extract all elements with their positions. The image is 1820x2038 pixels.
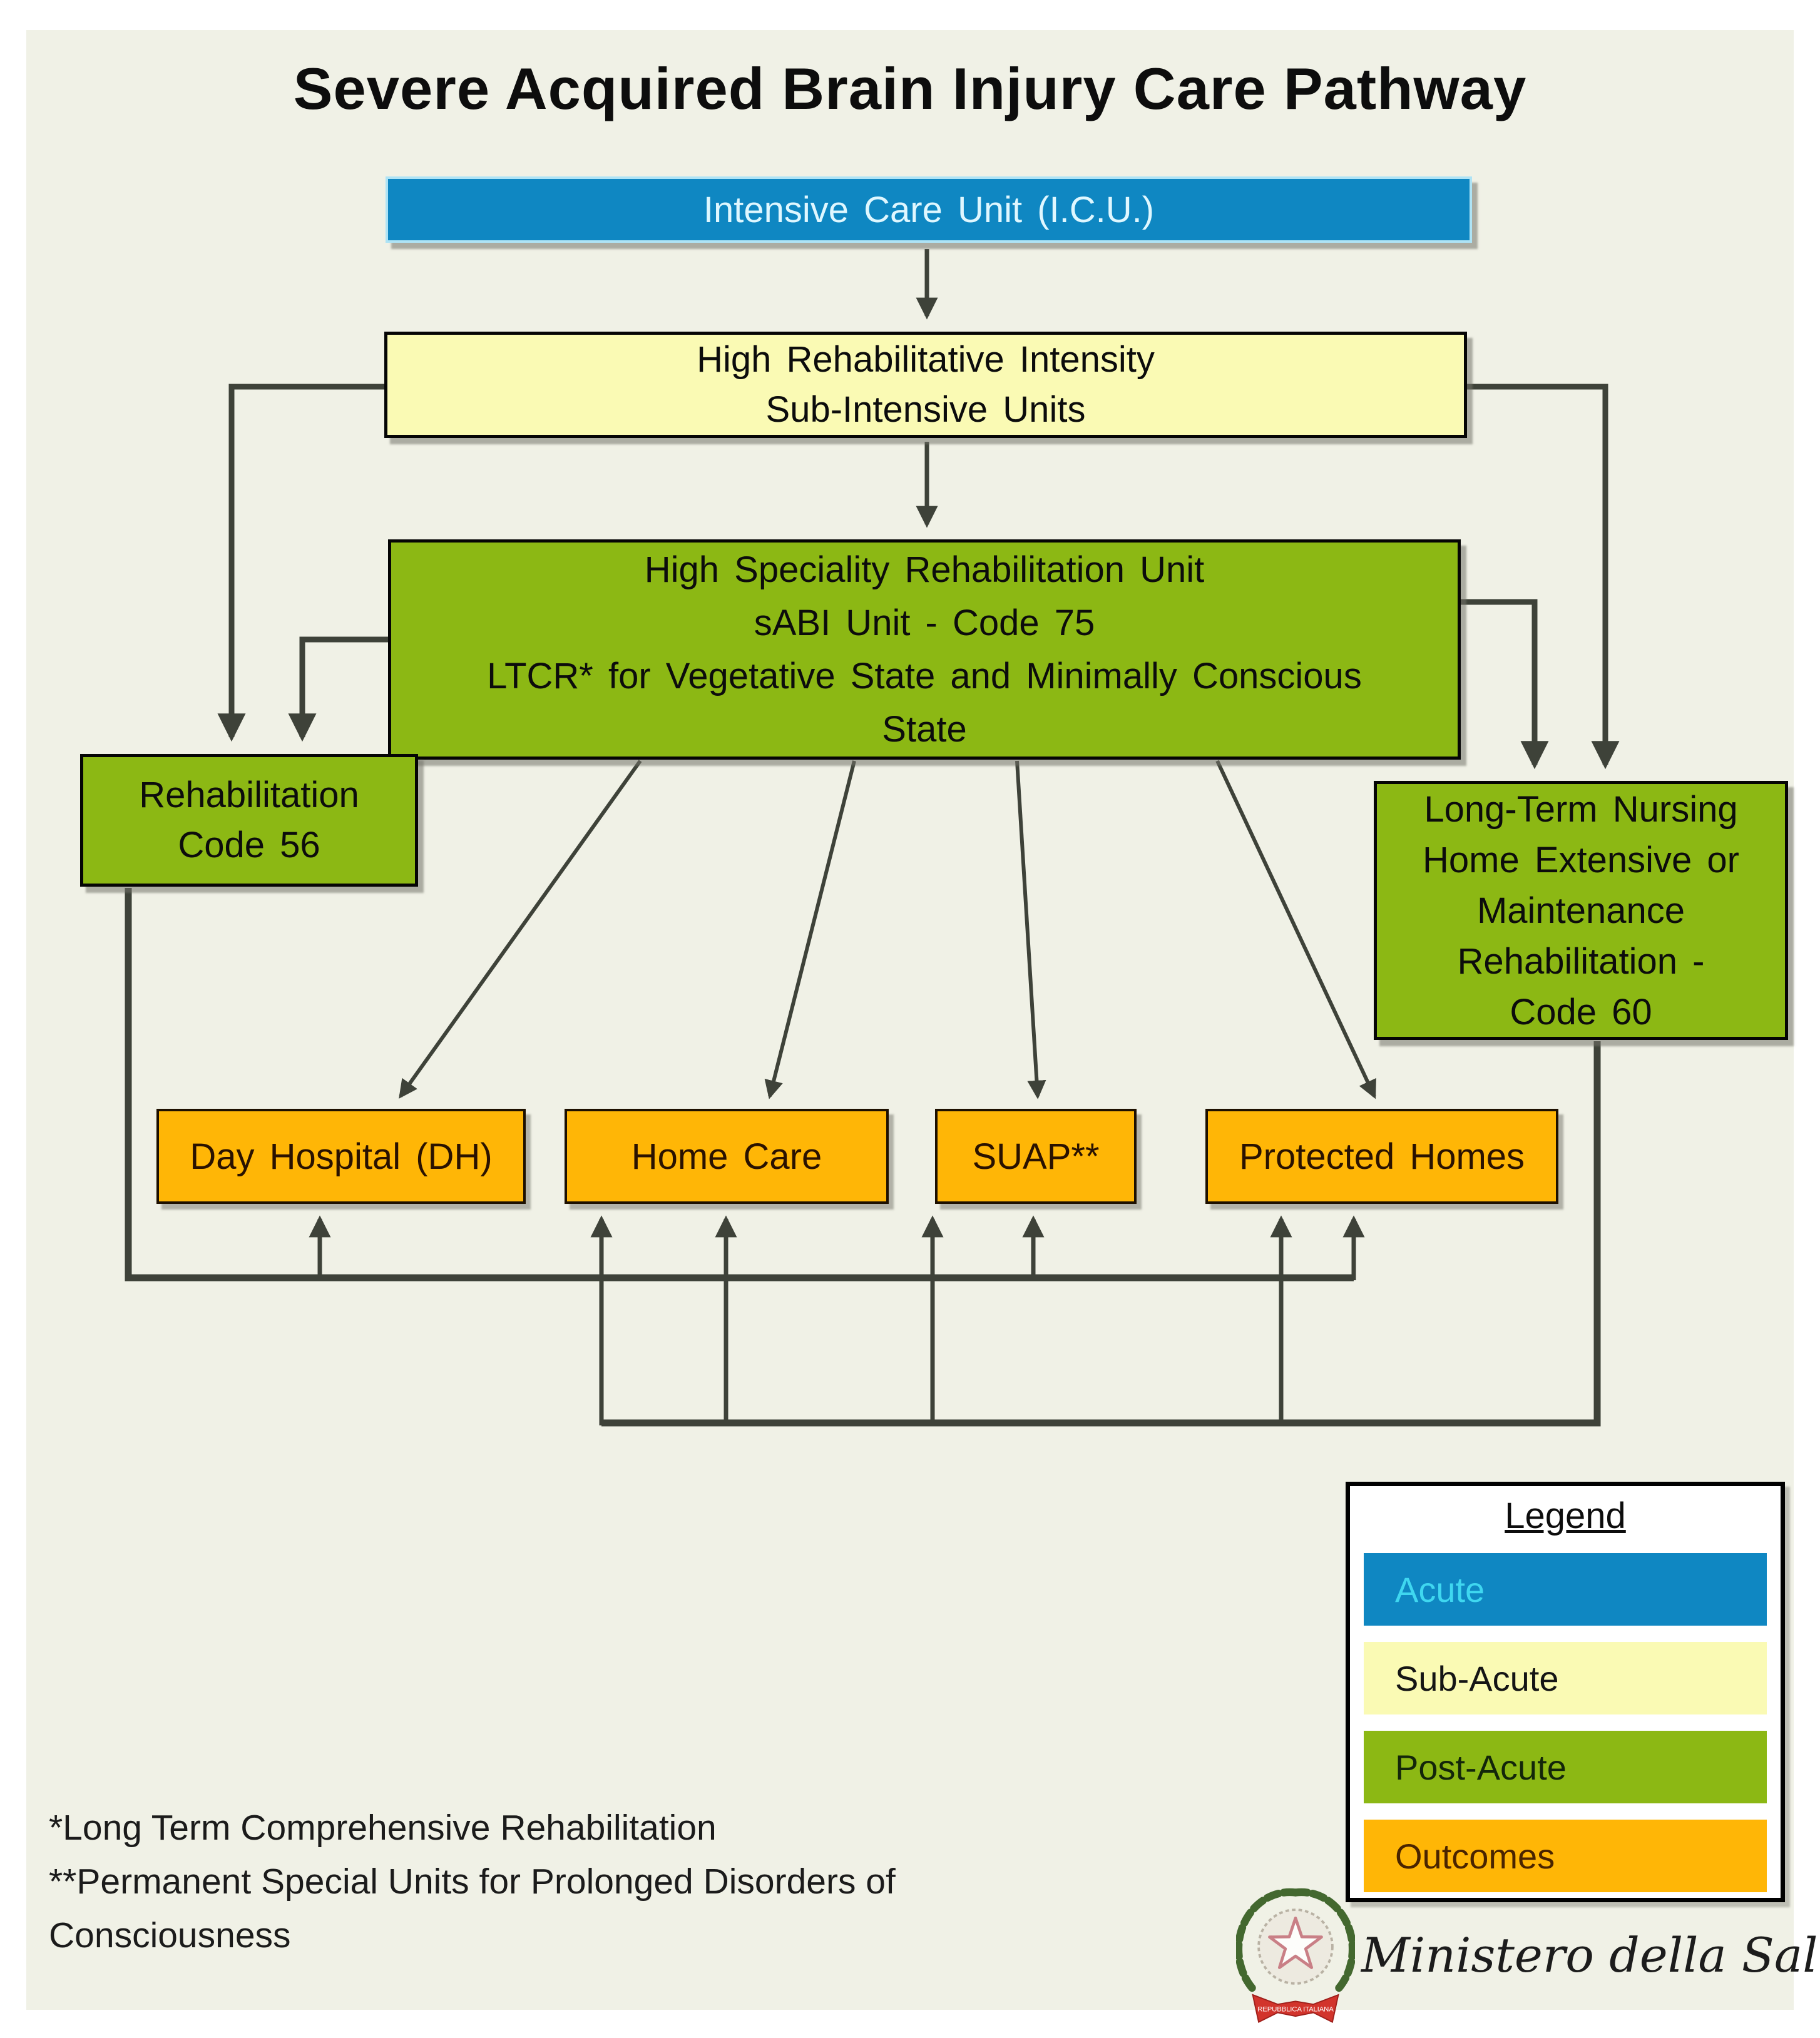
legend-item-outcomes: Outcomes bbox=[1364, 1820, 1767, 1892]
legend: Legend Acute Sub-Acute Post-Acute Outcom… bbox=[1346, 1482, 1785, 1902]
node-label-line: High Speciality Rehabilitation Unit bbox=[644, 549, 1205, 590]
footnotes: *Long Term Comprehensive Rehabilitation … bbox=[49, 1801, 1063, 1962]
node-label-line: Code 60 bbox=[1510, 991, 1652, 1032]
footnote-ltcr: *Long Term Comprehensive Rehabilitation bbox=[49, 1808, 717, 1848]
node-label-line: Code 56 bbox=[178, 825, 320, 865]
footnote-suap: **Permanent Special Units for Prolonged … bbox=[49, 1862, 896, 1955]
node-label: Day Hospital (DH) bbox=[190, 1136, 493, 1177]
node-label-line: Home Extensive or bbox=[1423, 839, 1739, 880]
node-label-line: State bbox=[882, 709, 967, 750]
emblem-ribbon-text: REPUBBLICA ITALIANA bbox=[1257, 2006, 1334, 2014]
node-label-line: Rehabilitation - bbox=[1457, 940, 1705, 982]
legend-item-post-acute: Post-Acute bbox=[1364, 1731, 1767, 1803]
ministry-name: Ministero della Salute bbox=[1361, 1927, 1820, 1983]
node-protected-homes: Protected Homes bbox=[1205, 1109, 1558, 1204]
page-title: Severe Acquired Brain Injury Care Pathwa… bbox=[293, 56, 1527, 121]
node-intensive-care-unit: Intensive Care Unit (I.C.U.) bbox=[386, 176, 1472, 243]
node-label-line: LTCR* for Vegetative State and Minimally… bbox=[487, 656, 1362, 696]
legend-item-label: Acute bbox=[1395, 1569, 1485, 1609]
node-label-line: Sub-Intensive Units bbox=[765, 389, 1086, 430]
legend-item-label: Post-Acute bbox=[1395, 1747, 1567, 1787]
legend-item-label: Outcomes bbox=[1395, 1836, 1555, 1876]
node-label-line: sABI Unit - Code 75 bbox=[754, 603, 1095, 643]
legend-item-acute: Acute bbox=[1364, 1553, 1767, 1626]
node-sub-intensive-units: High Rehabilitative Intensity Sub-Intens… bbox=[384, 332, 1467, 438]
node-long-term-nursing-home-code-60: Long-Term Nursing Home Extensive or Main… bbox=[1374, 781, 1788, 1040]
node-label: SUAP** bbox=[972, 1136, 1100, 1177]
node-label: Home Care bbox=[631, 1136, 822, 1177]
node-label-line: High Rehabilitative Intensity bbox=[697, 339, 1155, 380]
node-day-hospital: Day Hospital (DH) bbox=[156, 1109, 526, 1204]
node-high-speciality-rehabilitation-unit: High Speciality Rehabilitation Unit sABI… bbox=[388, 539, 1461, 760]
node-rehabilitation-code-56: Rehabilitation Code 56 bbox=[80, 754, 418, 887]
legend-title: Legend bbox=[1505, 1495, 1626, 1536]
node-label-line: Maintenance bbox=[1476, 890, 1685, 931]
node-home-care: Home Care bbox=[565, 1109, 889, 1204]
legend-item-label: Sub-Acute bbox=[1395, 1658, 1559, 1698]
node-label: Intensive Care Unit (I.C.U.) bbox=[703, 189, 1155, 230]
node-label-line: Long-Term Nursing bbox=[1424, 788, 1738, 830]
node-label: Protected Homes bbox=[1239, 1136, 1525, 1177]
node-label-line: Rehabilitation bbox=[139, 775, 359, 815]
italian-republic-emblem-icon: REPUBBLICA ITALIANA bbox=[1236, 1888, 1355, 2024]
legend-item-sub-acute: Sub-Acute bbox=[1364, 1642, 1767, 1714]
ministry-logo: REPUBBLICA ITALIANA Ministero della Salu… bbox=[1224, 1877, 1820, 2034]
node-suap: SUAP** bbox=[935, 1109, 1137, 1204]
